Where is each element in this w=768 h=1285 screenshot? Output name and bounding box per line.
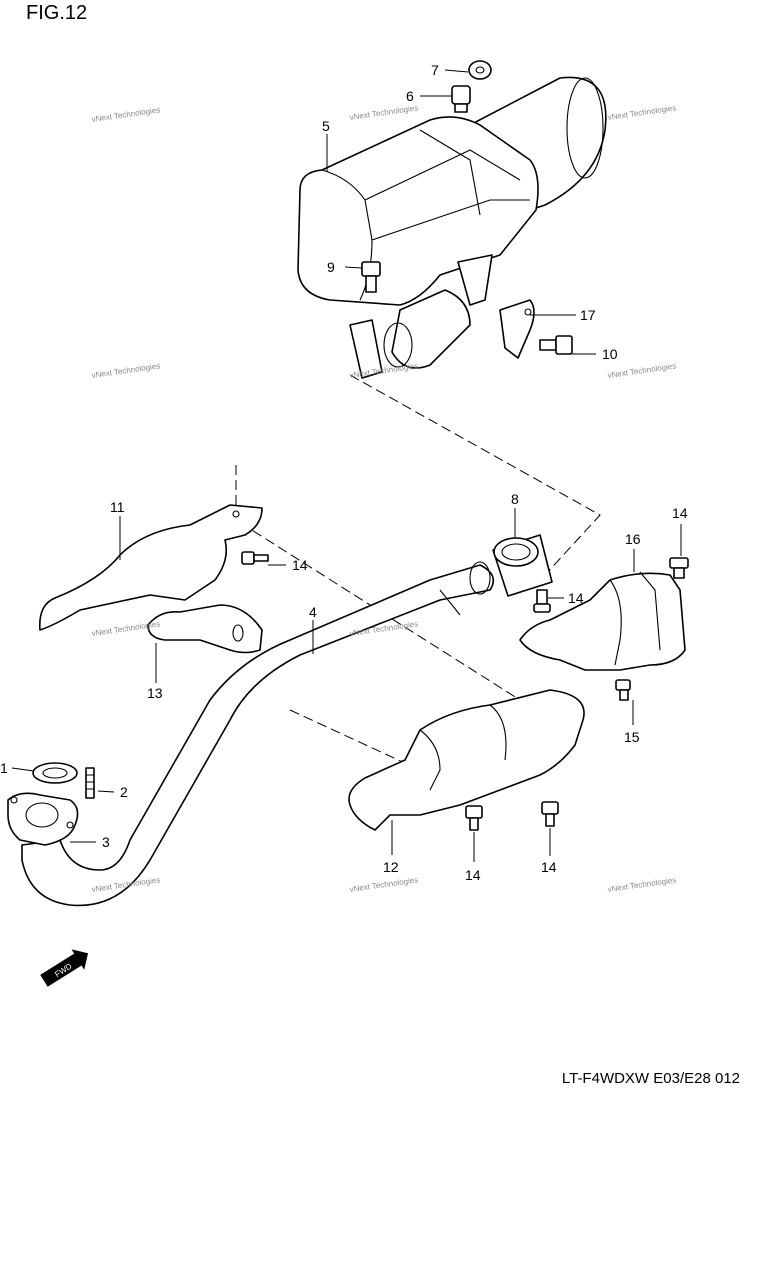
callout-14-left: 14 xyxy=(292,557,308,573)
watermark: vNext Technologies xyxy=(607,875,677,894)
watermark: vNext Technologies xyxy=(91,619,161,638)
bolt-14-right xyxy=(669,557,689,579)
dash-line-muffler xyxy=(349,374,601,576)
callout-7: 7 xyxy=(431,62,439,78)
figure-title: FIG.12 xyxy=(26,2,88,24)
heat-shield-16 xyxy=(519,572,686,671)
washer-7 xyxy=(468,60,492,80)
callout-9: 9 xyxy=(327,259,335,275)
leader-lines xyxy=(11,69,682,862)
callout-labels: 1 2 3 4 5 6 7 8 9 10 11 12 13 14 14 14 1… xyxy=(0,62,688,883)
watermark: vNext Technologies xyxy=(349,103,419,122)
callout-10: 10 xyxy=(602,346,618,362)
bolt-14-left xyxy=(241,551,269,565)
watermark: vNext Technologies xyxy=(607,103,677,122)
watermark: vNext Technologies xyxy=(91,361,161,380)
watermark: vNext Technologies xyxy=(607,361,677,380)
watermark: vNext Technologies xyxy=(349,875,419,894)
heat-shield-13 xyxy=(147,604,263,654)
bolt-10 xyxy=(539,335,573,355)
callout-13: 13 xyxy=(147,685,163,701)
callout-4: 4 xyxy=(309,604,317,620)
stud-2 xyxy=(85,767,95,799)
heat-shield-11-hole xyxy=(232,510,240,518)
callout-14-lower-left: 14 xyxy=(465,867,481,883)
callout-8: 8 xyxy=(511,491,519,507)
heat-shield-12 xyxy=(348,689,585,831)
callout-17: 17 xyxy=(580,307,596,323)
exhaust-pipe xyxy=(21,561,495,907)
bolt-9 xyxy=(361,261,381,293)
fwd-arrow: FWD xyxy=(40,949,89,987)
bolt-14-center xyxy=(533,589,551,613)
bolt-14-lower-left xyxy=(465,805,483,831)
callout-5: 5 xyxy=(322,118,330,134)
connector-pipe-8 xyxy=(492,534,553,597)
dash-line-cover xyxy=(289,709,421,771)
callout-6: 6 xyxy=(406,88,414,104)
callout-1: 1 xyxy=(0,760,8,776)
callout-3: 3 xyxy=(102,834,110,850)
heat-shield-11 xyxy=(38,504,263,631)
exhaust-flange-3 xyxy=(7,792,79,846)
callout-14-center: 14 xyxy=(568,590,584,606)
nut-6 xyxy=(451,85,471,113)
bolt-15 xyxy=(615,679,631,701)
callout-12: 12 xyxy=(383,859,399,875)
bolt-14-lower-right xyxy=(541,801,559,827)
model-code: LT-F4WDXW E03/E28 012 xyxy=(561,1070,740,1087)
callout-14-lower-right: 14 xyxy=(541,859,557,875)
callout-11: 11 xyxy=(110,499,125,515)
bracket-17-hole xyxy=(524,308,532,316)
callout-15: 15 xyxy=(624,729,640,745)
callout-16: 16 xyxy=(625,531,641,547)
heat-shield-13-hole xyxy=(232,624,244,642)
callout-14-right: 14 xyxy=(672,505,688,521)
gasket-1 xyxy=(32,762,78,784)
watermark: vNext Technologies xyxy=(91,105,161,124)
callout-2: 2 xyxy=(120,784,128,800)
muffler xyxy=(297,76,607,379)
